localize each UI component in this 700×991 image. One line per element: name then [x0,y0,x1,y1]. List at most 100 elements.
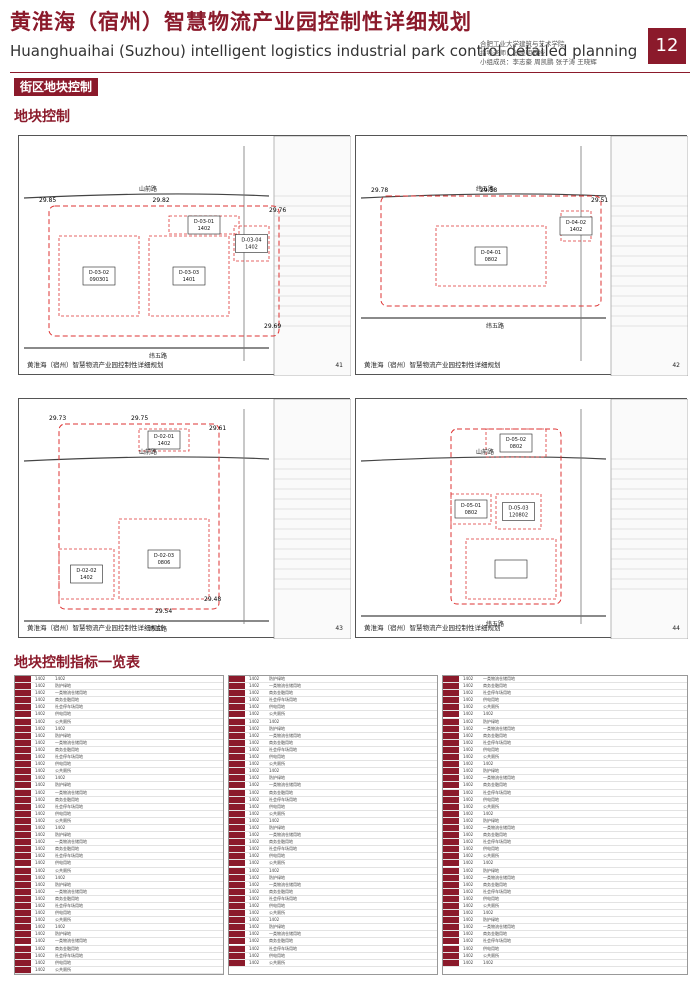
land-use-cell: 1402 [483,959,494,965]
land-use-cell: 供电用地 [269,952,285,958]
plot-id-cell [15,839,31,846]
plot-label: 1402 [80,575,93,581]
plot-id-cell [15,966,31,973]
land-use-cell: 商务金融用地 [269,839,293,845]
land-code-cell: 1402 [249,789,260,795]
land-use-cell: 社会停车场用地 [55,803,83,809]
land-use-cell: 一类物流仓储用地 [55,938,87,944]
land-use-cell: 供电用地 [55,761,71,767]
plot-id-cell [443,768,459,775]
plot-id-cell [15,746,31,753]
land-code-cell: 1402 [249,910,260,916]
land-code-cell: 1402 [249,810,260,816]
land-use-cell: 公共厕所 [55,817,71,823]
land-use-cell: 公共厕所 [269,761,285,767]
land-code-cell: 1402 [35,874,46,880]
plot-label: D-02-03 [154,553,174,559]
road-name: 纬五路 [476,185,494,193]
block-boundary [48,205,280,337]
land-code-cell: 1402 [249,952,260,958]
land-use-cell: 一类物流仓储用地 [483,874,515,880]
land-code-cell: 1402 [249,754,260,760]
land-code-cell: 1402 [35,739,46,745]
land-code-cell: 1402 [463,810,474,816]
block-boundary [58,423,220,610]
land-code-cell: 1402 [463,768,474,774]
land-use-cell: 一类物流仓储用地 [55,839,87,845]
plot-label: D-05-02 [506,437,526,443]
plot-id-cell [15,874,31,881]
land-code-cell: 1402 [35,810,46,816]
land-use-cell: 一类物流仓储用地 [483,676,515,681]
land-use-cell: 公共厕所 [269,910,285,916]
elevation-mark: 29.78 [371,187,388,194]
land-code-cell: 1402 [463,711,474,717]
elevation-mark: 29.75 [131,415,148,422]
land-code-cell: 1402 [35,768,46,774]
land-use-cell: 供电用地 [483,895,499,901]
plot-label: D-04-01 [481,250,501,256]
land-code-cell: 1402 [249,817,260,823]
land-code-cell: 1402 [35,917,46,923]
plot-id-cell [229,775,245,782]
road-name: 山前路 [476,448,494,456]
plot-id-cell [15,697,31,704]
page-number: 12 [648,28,686,64]
plot-id-cell [229,718,245,725]
land-use-cell: 1402 [483,761,494,767]
land-use-cell: 1402 [483,810,494,816]
land-use-cell: 供电用地 [269,754,285,760]
plot-label: D-02-01 [154,434,174,440]
land-use-cell: 供电用地 [483,945,499,951]
plot-boundary [138,428,190,452]
elevation-mark: 29.51 [591,197,608,204]
plot-id-cell [15,796,31,803]
land-code-cell: 1402 [35,824,46,830]
land-use-cell: 社会停车场用地 [269,796,297,802]
land-code-cell: 1402 [463,867,474,873]
plot-label: D-04-02 [566,220,586,226]
land-use-cell: 社会停车场用地 [483,789,511,795]
land-code-cell: 1402 [463,676,474,681]
sheet-number: 43 [335,625,343,632]
land-use-cell: 一类物流仓储用地 [269,782,301,788]
land-code-cell: 1402 [249,725,260,731]
land-code-cell: 1402 [35,952,46,958]
land-code-cell: 1402 [35,676,46,681]
plot-id-cell [443,739,459,746]
land-use-cell: 1402 [269,817,280,823]
plot-id-cell [443,704,459,711]
plot-id-cell [229,853,245,860]
plot-label-box [147,430,181,450]
plot-label: D-05-03 [508,506,528,512]
elevation-mark: 29.76 [269,207,286,214]
land-use-cell: 1402 [55,924,66,930]
land-code-cell: 1402 [249,846,260,852]
plot-id-cell [443,683,459,690]
sheet-drawing: D-02-011402D-02-021402D-02-030806山前路纬五路2… [23,399,351,639]
